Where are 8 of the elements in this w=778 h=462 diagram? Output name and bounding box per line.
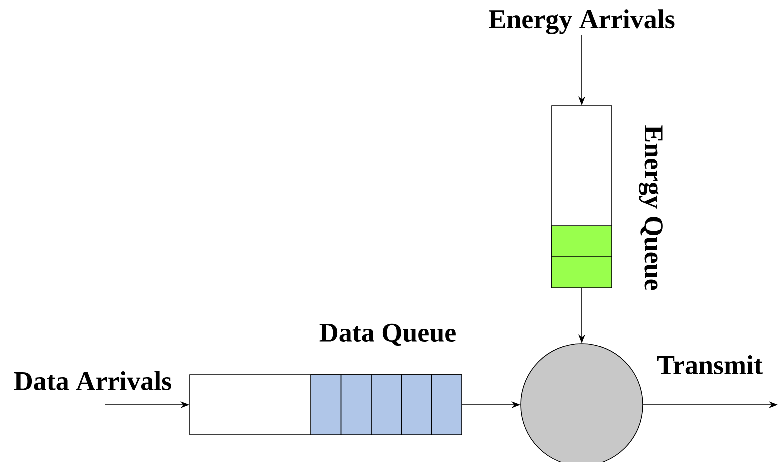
queue-drawing	[190, 374, 462, 436]
edge-label: Transmit	[657, 355, 763, 374]
edge-label: Data Arrivals	[14, 371, 172, 390]
queue-drawing	[552, 106, 612, 288]
arrival-label: Energy Arrivals	[489, 10, 675, 34]
queue-label: Energy Queue	[639, 126, 663, 290]
queue-label: Data Queue	[320, 324, 456, 346]
server-circle	[520, 344, 644, 462]
